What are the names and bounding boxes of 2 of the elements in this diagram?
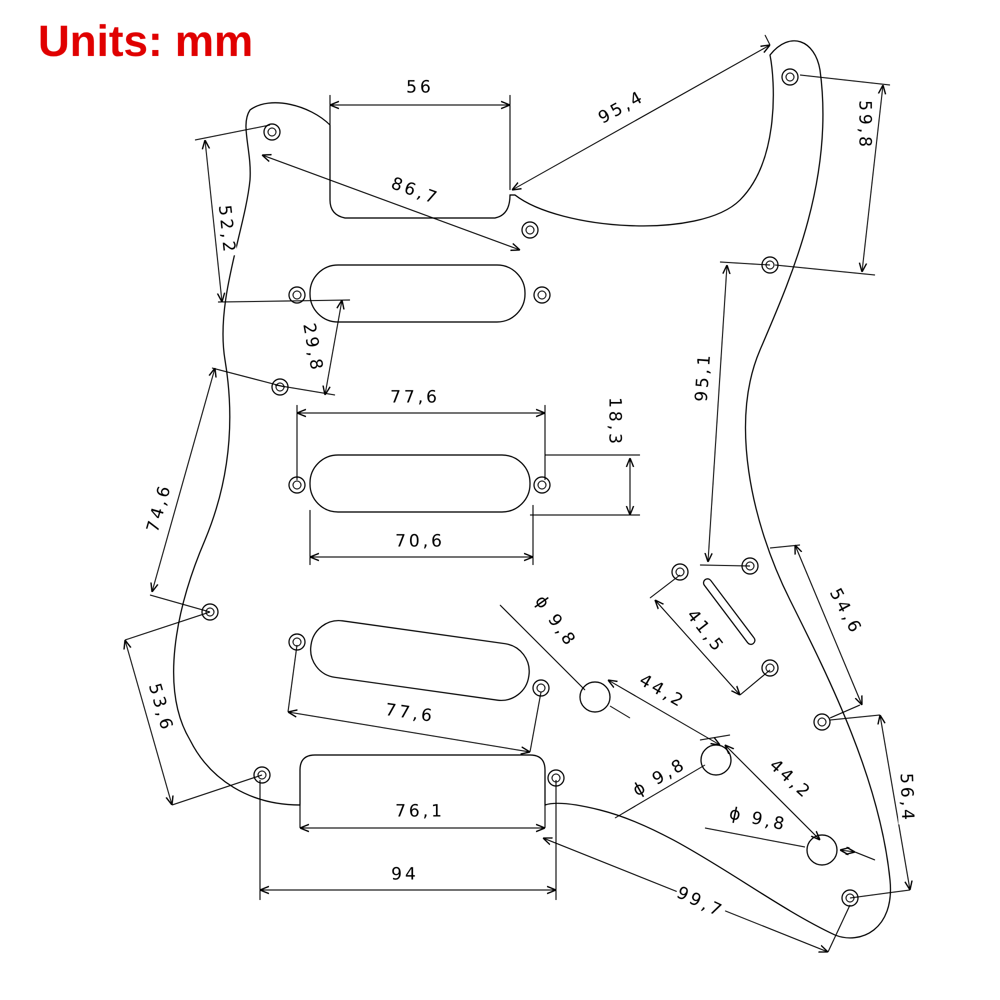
dimension-label: 56,4 [896,772,916,824]
title: Units: mm [38,20,254,64]
